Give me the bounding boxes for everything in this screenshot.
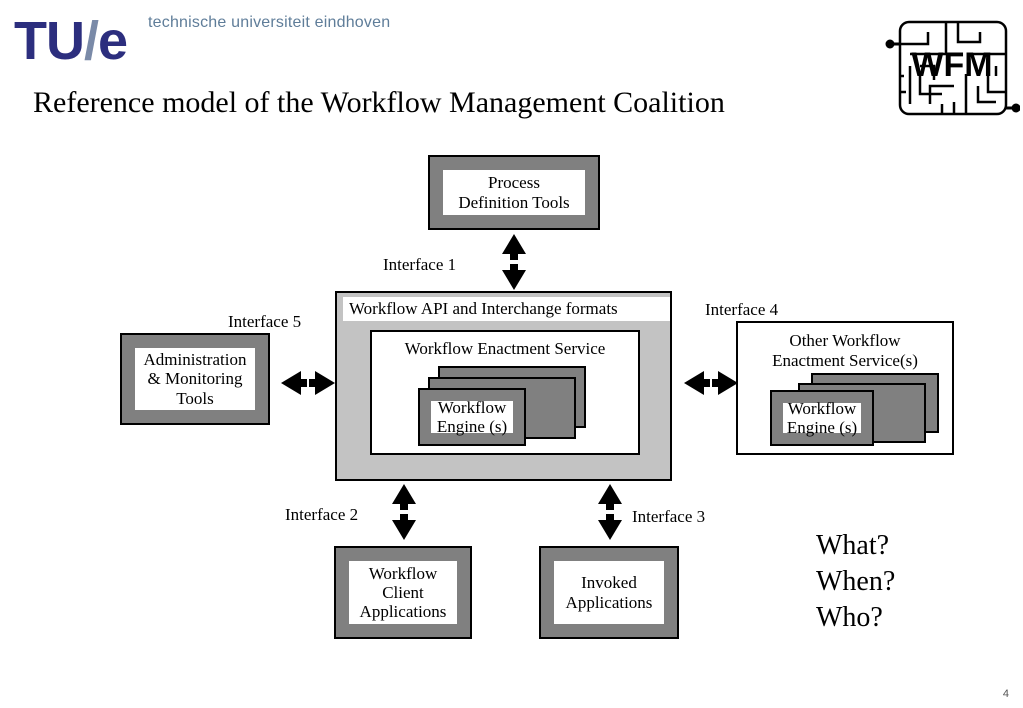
interface-3-label: Interface 3 xyxy=(632,507,706,526)
double-arrow-horizontal-icon xyxy=(281,371,335,395)
wfm-maze-logo: WFM xyxy=(884,14,1021,124)
workflow-api-strip: Workflow API and Interchange formats xyxy=(343,297,670,321)
question-who: Who? xyxy=(816,601,883,633)
admin-tools-line1: Administration xyxy=(143,350,247,370)
workflow-client-applications-inner: Workflow Client Applications xyxy=(349,561,457,624)
workflow-engine-inner: Workflow Engine (s) xyxy=(431,397,513,436)
wfm-maze-logo-svg: WFM xyxy=(885,20,1021,116)
interface-1-label: Interface 1 xyxy=(383,255,457,274)
question-what: What? xyxy=(816,530,890,561)
page-number: 4 xyxy=(1002,688,1009,700)
client-apps-line2: Client xyxy=(382,582,424,602)
double-arrow-vertical-icon xyxy=(502,234,526,290)
page-title: Reference model of the Workflow Manageme… xyxy=(33,86,725,119)
double-arrow-horizontal-icon xyxy=(684,371,738,395)
other-service-line2: Enactment Service(s) xyxy=(772,350,918,370)
interface-1-arrow xyxy=(500,234,528,295)
invoked-applications-inner: Invoked Applications xyxy=(554,561,664,624)
admin-tools-line2: & Monitoring xyxy=(147,369,243,389)
workflow-client-applications-box: Workflow Client Applications xyxy=(334,546,472,639)
process-definition-tools-box: Process Definition Tools xyxy=(428,155,600,230)
client-apps-line1: Workflow xyxy=(368,563,438,583)
other-service-line1: Other Workflow xyxy=(789,331,901,350)
invoked-apps-line2: Applications xyxy=(565,592,653,612)
process-definition-tools-line1: Process xyxy=(488,173,540,193)
workflow-engine-line2: Engine (s) xyxy=(436,417,508,436)
interface-5-label: Interface 5 xyxy=(228,312,302,331)
other-workflow-engine-line1: Workflow xyxy=(787,398,857,418)
question-when: When? xyxy=(816,565,896,597)
interface-3-arrow xyxy=(596,484,624,545)
tue-logo-wordmark: TU/e xyxy=(14,8,144,74)
process-definition-tools-inner: Process Definition Tools xyxy=(443,170,585,215)
questions-list: What? When? Who? xyxy=(816,528,895,635)
interface-4-label: Interface 4 xyxy=(705,300,779,319)
other-workflow-engine-box: Workflow Engine (s) xyxy=(770,390,874,446)
workflow-engine-box: Workflow Engine (s) xyxy=(418,388,526,446)
client-apps-line3: Applications xyxy=(359,602,447,622)
tue-logo-e: e xyxy=(98,11,128,71)
administration-monitoring-tools-box: Administration & Monitoring Tools xyxy=(120,333,270,425)
other-workflow-engine-line2: Engine (s) xyxy=(786,418,858,437)
tue-subtitle: technische universiteit eindhoven xyxy=(148,14,391,31)
interface-4-arrow xyxy=(684,368,738,403)
tue-logo-tu: TU xyxy=(14,11,85,71)
interface-2-label: Interface 2 xyxy=(285,505,359,524)
process-definition-tools-line2: Definition Tools xyxy=(458,192,570,212)
tue-logo-slash: / xyxy=(83,11,99,71)
invoked-apps-line1: Invoked xyxy=(581,573,637,593)
admin-tools-line3: Tools xyxy=(176,388,214,408)
interface-2-arrow xyxy=(390,484,418,545)
other-workflow-enactment-service-title: Other Workflow Enactment Service(s) xyxy=(736,331,954,370)
double-arrow-vertical-icon xyxy=(392,484,416,540)
double-arrow-vertical-icon xyxy=(598,484,622,540)
administration-monitoring-tools-inner: Administration & Monitoring Tools xyxy=(135,348,255,410)
interface-5-arrow xyxy=(281,368,335,403)
wfm-logo-letters: WFM xyxy=(911,46,992,84)
invoked-applications-box: Invoked Applications xyxy=(539,546,679,639)
tue-logo: TU/e xyxy=(14,8,144,74)
workflow-engine-line1: Workflow xyxy=(437,397,507,417)
other-workflow-engine-inner: Workflow Engine (s) xyxy=(783,399,861,437)
workflow-enactment-service-title: Workflow Enactment Service xyxy=(404,339,606,358)
